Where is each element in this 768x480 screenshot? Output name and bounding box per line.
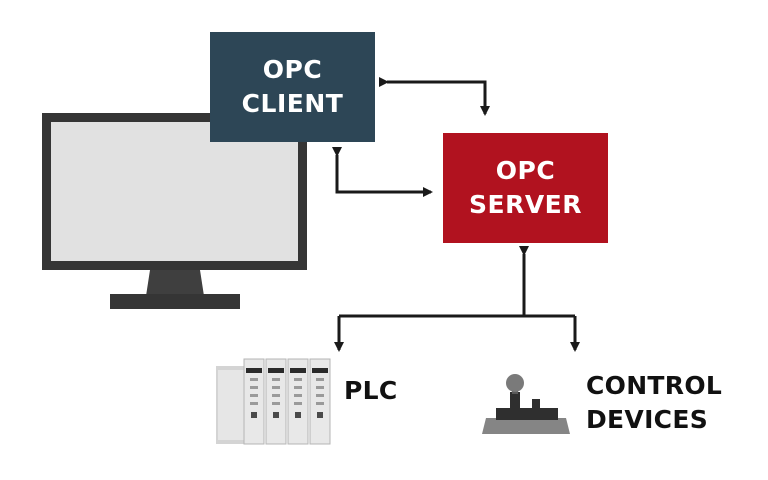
opc-server-line2: SERVER xyxy=(468,190,582,219)
opc-server-box: OPC SERVER xyxy=(443,133,608,243)
opc-client-line1: OPC xyxy=(262,55,323,84)
control-devices-label: CONTROL DEVICES xyxy=(586,369,722,437)
opc-server-line1: OPC xyxy=(495,156,556,185)
joystick-icon xyxy=(482,374,570,434)
plc-label: PLC xyxy=(344,376,398,405)
opc-client-box: OPC CLIENT xyxy=(210,32,375,142)
connection-arrows xyxy=(332,77,580,352)
control-devices-line2: DEVICES xyxy=(586,405,709,434)
plc-rack-icon xyxy=(216,358,331,445)
opc-client-line2: CLIENT xyxy=(241,89,344,118)
monitor-icon xyxy=(42,113,307,309)
control-devices-line1: CONTROL xyxy=(586,371,723,400)
arrow-client-server-bottom xyxy=(332,147,433,197)
arrow-client-server-top xyxy=(379,77,490,116)
